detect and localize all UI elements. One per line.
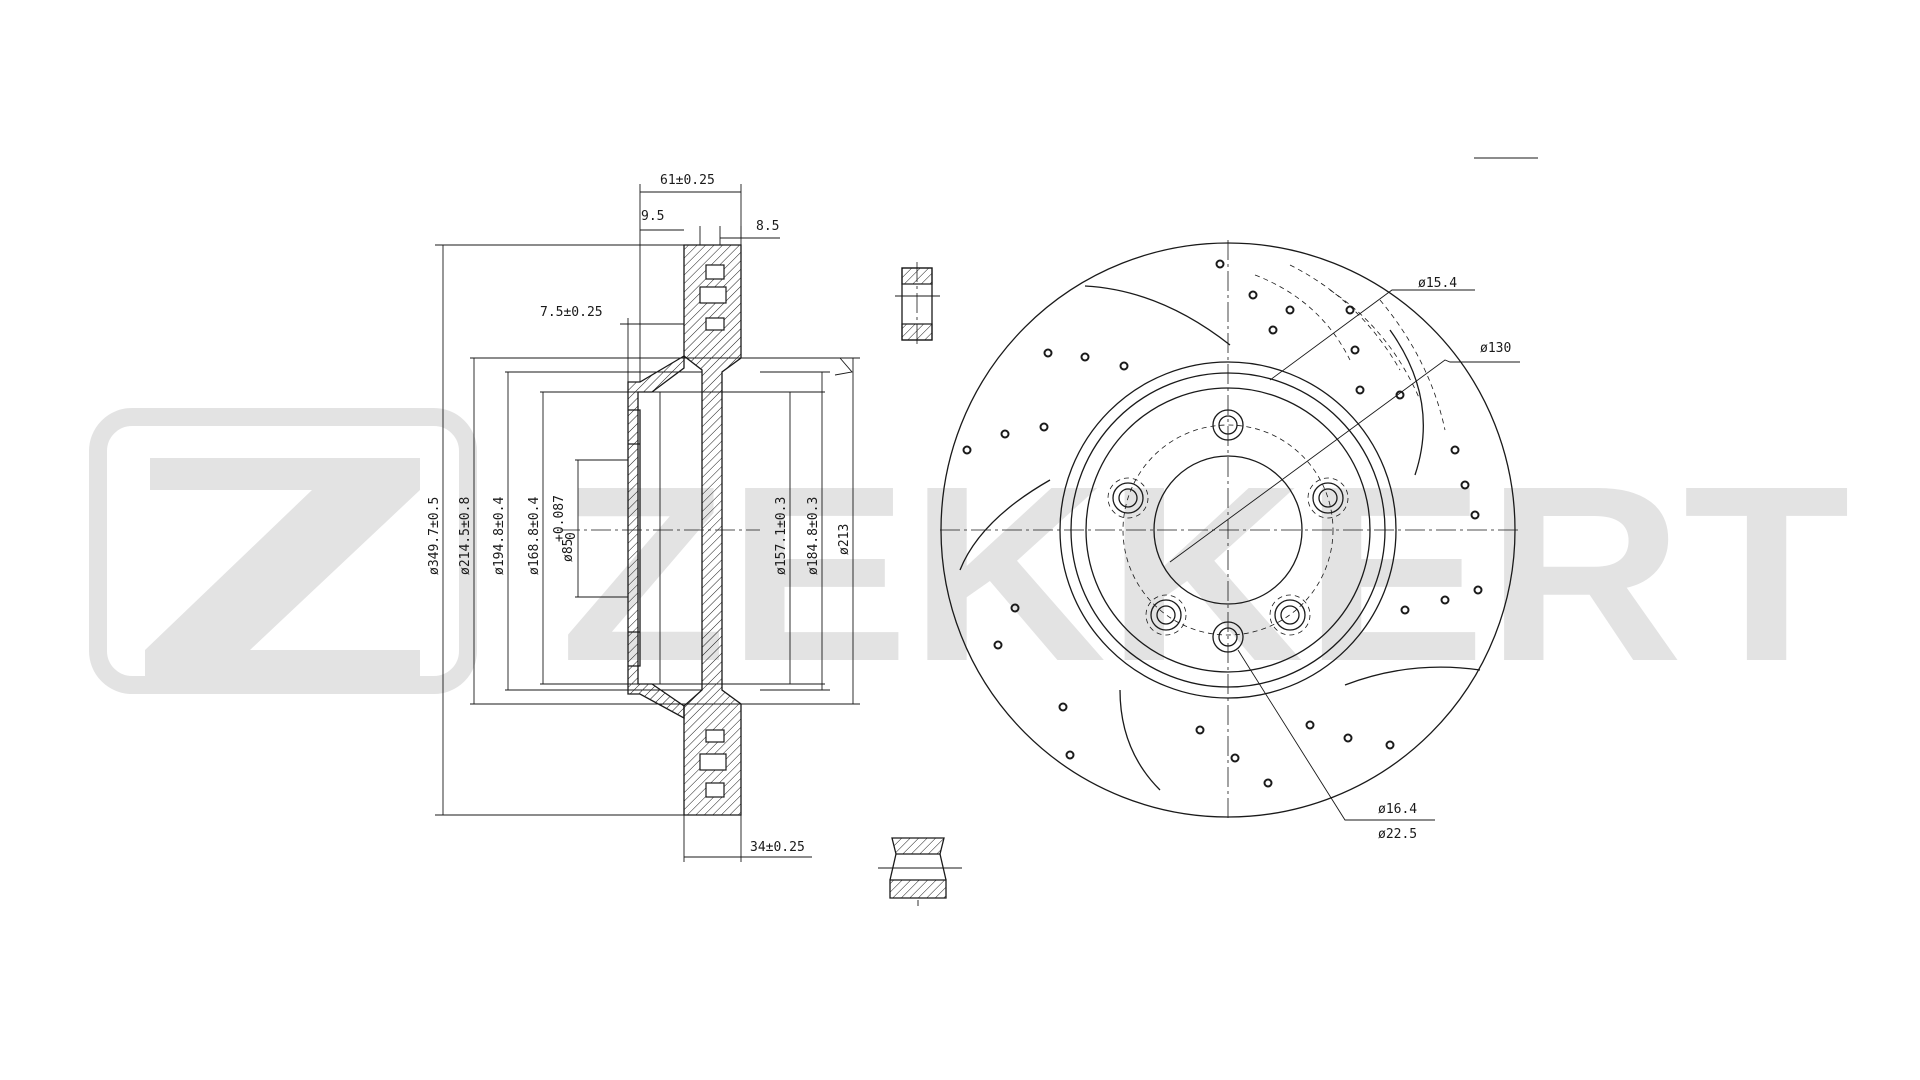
vent-detail-bottom bbox=[878, 837, 962, 906]
dim-bore-tol-lower: 0 bbox=[564, 532, 579, 540]
dim-left-step: 9.5 bbox=[641, 209, 664, 224]
callout-bolt-hole: ø16.4 bbox=[1378, 802, 1417, 817]
dim-center-bore: ø85 bbox=[561, 539, 576, 562]
side-section-view: 61±0.25 9.5 8.5 7.5±0.25 34±0.25 ø349.7±… bbox=[427, 173, 860, 862]
dim-hat-offset: 7.5±0.25 bbox=[540, 305, 603, 320]
dim-184: ø184.8±0.3 bbox=[806, 497, 821, 575]
watermark-text: ZEKKERT bbox=[560, 434, 1850, 713]
dim-overall-width: 61±0.25 bbox=[660, 173, 715, 188]
dim-thickness: 34±0.25 bbox=[750, 840, 805, 855]
vent-detail-top bbox=[895, 262, 940, 346]
dim-214: ø214.5±0.8 bbox=[458, 497, 473, 575]
dim-outer-diameter: ø349.7±0.5 bbox=[427, 497, 442, 575]
dim-194: ø194.8±0.4 bbox=[492, 497, 507, 575]
callout-vent-hole: ø15.4 bbox=[1418, 276, 1457, 291]
dim-right-step: 8.5 bbox=[756, 219, 779, 234]
watermark-logo: ZEKKERT bbox=[89, 408, 1850, 713]
callout-pcd: ø130 bbox=[1480, 341, 1511, 356]
dim-213: ø213 bbox=[837, 524, 852, 555]
dim-157: ø157.1±0.3 bbox=[774, 497, 789, 575]
dim-168: ø168.8±0.4 bbox=[527, 497, 542, 575]
front-view: ø15.4 ø130 ø16.4 ø22.5 bbox=[940, 157, 1538, 842]
callout-bolt-counterbore: ø22.5 bbox=[1378, 827, 1417, 842]
dim-bore-tol-upper: +0.087 bbox=[552, 495, 567, 542]
